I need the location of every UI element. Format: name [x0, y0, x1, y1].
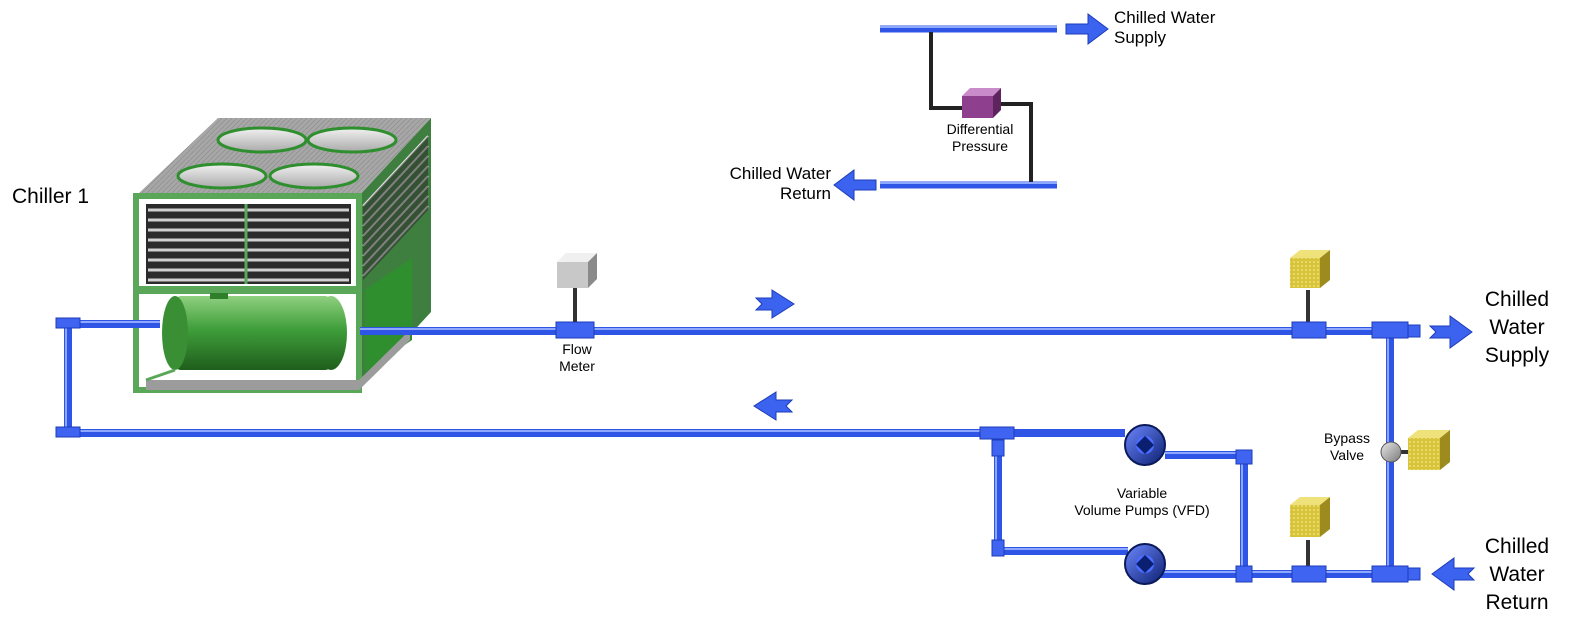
inset-diagram — [833, 13, 1109, 201]
bypass-valve-label: Bypass Valve — [1324, 430, 1370, 463]
differential-pressure-label: Differential Pressure — [946, 121, 1014, 154]
pump-2-icon — [1124, 543, 1166, 585]
flow-meter-label: Flow Meter — [559, 341, 595, 374]
inset-return-arrow-icon — [833, 169, 877, 201]
sensing-tube-return — [999, 102, 1033, 182]
front-louvers — [148, 208, 349, 282]
return-valve-actuator — [1290, 497, 1330, 537]
return-inlet-arrow-icon — [1431, 557, 1476, 591]
chiller-inlet-pipe — [64, 320, 1000, 437]
inset-supply-label: Chilled Water Supply — [1114, 8, 1216, 48]
fan-1-icon — [216, 126, 308, 154]
fan-3-icon — [176, 162, 268, 190]
supply-outlet-label: Chilled Water Supply — [1484, 288, 1550, 367]
supply-flow-arrow-icon — [754, 289, 795, 319]
chiller-unit — [133, 118, 431, 393]
return-flow-arrow-icon — [753, 391, 794, 421]
bypass-valve — [1380, 430, 1450, 470]
inset-supply-arrow-icon — [1065, 13, 1109, 45]
evaporator-tank — [162, 293, 347, 370]
pipe-fittings — [55, 317, 1421, 583]
flow-meter — [557, 253, 597, 322]
supply-valve-actuator — [1290, 250, 1330, 288]
fan-2-icon — [306, 126, 398, 154]
supply-outlet-arrow-icon — [1428, 315, 1473, 349]
differential-pressure-sensor — [962, 88, 1001, 118]
fan-4-icon — [268, 162, 360, 190]
variable-pumps-label: Variable Volume Pumps (VFD) — [1074, 485, 1210, 518]
return-inlet-label: Chilled Water Return — [1484, 535, 1550, 614]
pump-1-icon — [1124, 424, 1166, 466]
chiller-label: Chiller 1 — [12, 185, 90, 208]
inset-return-label: Chilled Water Return — [729, 164, 831, 204]
sensing-tube-supply — [929, 32, 965, 110]
